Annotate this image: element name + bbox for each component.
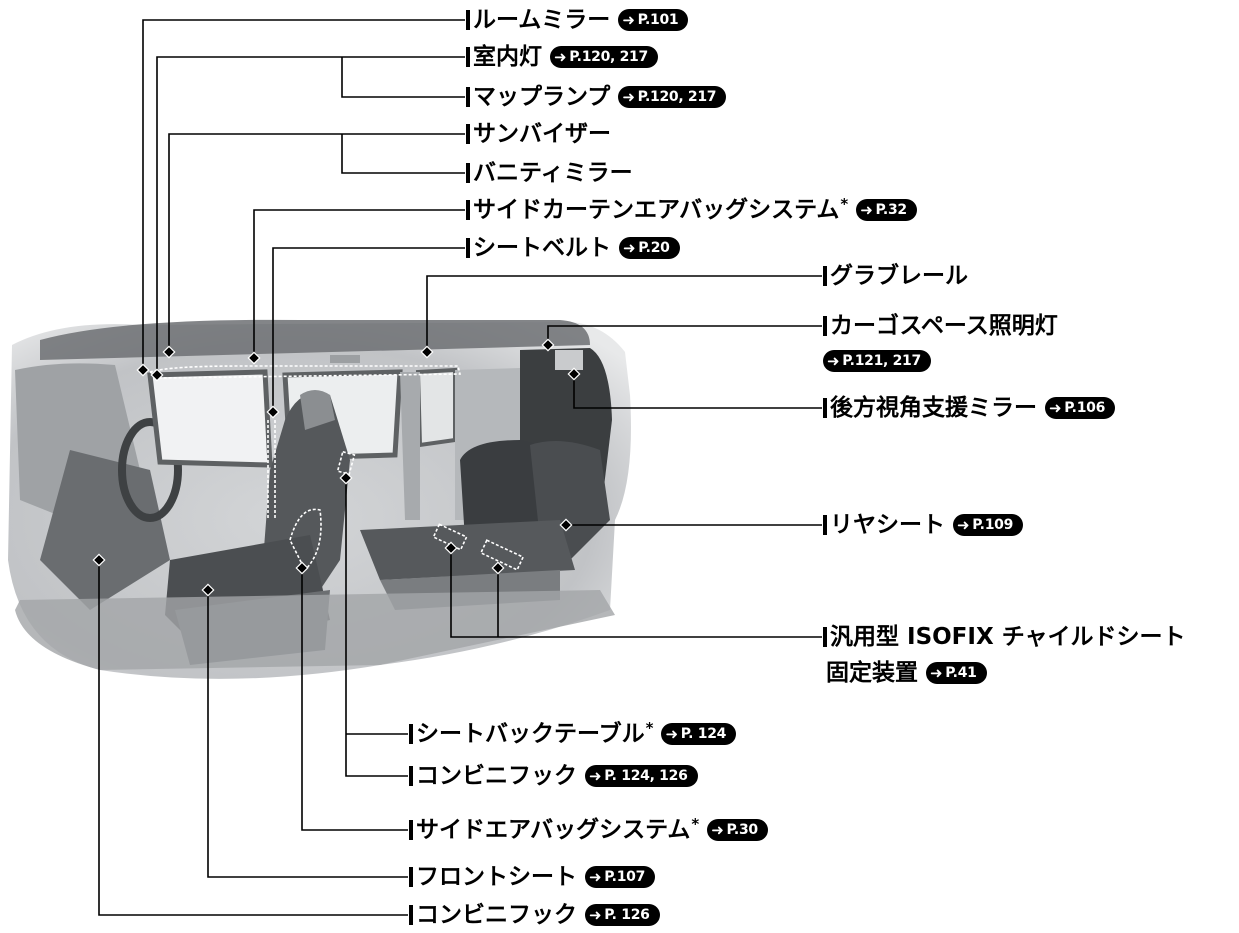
label-seatback-table: シートバックテーブル* ➜P. 124	[409, 719, 737, 747]
page-reference[interactable]: ➜P.32	[856, 199, 917, 221]
label-front-seat: フロントシート ➜P.107	[409, 864, 656, 890]
label-interior-light: 室内灯 ➜P.120, 217	[466, 44, 658, 70]
label-side-curtain-airbag: サイドカーテンエアバッグシステム* ➜P.32	[466, 195, 917, 223]
page-reference[interactable]: ➜P. 126	[585, 904, 660, 926]
car-interior-illustration	[8, 319, 631, 679]
label-combi-hook-1: コンビニフック ➜P. 124, 126	[409, 763, 698, 789]
page-reference[interactable]: ➜P.121, 217	[823, 350, 931, 372]
page-reference[interactable]: ➜P.120, 217	[550, 46, 658, 68]
label-isofix-line1: 汎用型 ISOFIX チャイルドシート	[823, 624, 1185, 650]
page-reference[interactable]: ➜P.120, 217	[618, 86, 727, 108]
page-reference[interactable]: ➜P.106	[1045, 397, 1116, 419]
right-arrow-icon: ➜	[711, 820, 724, 839]
label-map-lamp: マップランプ ➜P.120, 217	[466, 84, 727, 110]
page-reference[interactable]: ➜P.20	[619, 237, 680, 259]
right-arrow-icon: ➜	[930, 663, 943, 682]
label-rear-view-mirror: 後方視角支援ミラー ➜P.106	[823, 395, 1116, 421]
label-combi-hook-2: コンビニフック ➜P. 126	[409, 902, 660, 928]
label-cargo-light: カーゴスペース照明灯	[823, 313, 1058, 339]
label-vanity-mirror: バニティミラー	[466, 160, 633, 186]
page-reference[interactable]: ➜P.41	[926, 662, 987, 684]
right-arrow-icon: ➜	[622, 10, 635, 29]
leader-dots	[92, 338, 581, 597]
right-arrow-icon: ➜	[589, 905, 602, 924]
right-arrow-icon: ➜	[860, 200, 873, 219]
right-arrow-icon: ➜	[827, 351, 840, 370]
right-arrow-icon: ➜	[589, 867, 602, 886]
page-reference[interactable]: ➜P.109	[953, 514, 1024, 536]
cargo-light-ref-block: ➜P.121, 217	[823, 350, 931, 372]
right-arrow-icon: ➜	[957, 515, 970, 534]
page-reference[interactable]: ➜P. 124, 126	[585, 765, 698, 787]
right-arrow-icon: ➜	[623, 238, 636, 257]
right-arrow-icon: ➜	[589, 766, 602, 785]
page-reference[interactable]: ➜P.101	[618, 9, 689, 31]
label-side-airbag: サイドエアバッグシステム* ➜P.30	[409, 815, 768, 843]
label-isofix-line2: 固定装置 ➜P.41	[826, 660, 987, 686]
page-reference[interactable]: ➜P.107	[585, 866, 656, 888]
right-arrow-icon: ➜	[622, 87, 635, 106]
label-sun-visor: サンバイザー	[466, 121, 611, 147]
page-reference[interactable]: ➜P. 124	[661, 723, 737, 745]
right-arrow-icon: ➜	[554, 47, 567, 66]
label-seat-belt: シートベルト ➜P.20	[466, 235, 680, 261]
label-room-mirror: ルームミラー ➜P.101	[466, 7, 689, 33]
label-rear-seat: リヤシート ➜P.109	[823, 512, 1024, 538]
right-arrow-icon: ➜	[1049, 398, 1062, 417]
right-arrow-icon: ➜	[665, 724, 678, 743]
label-grab-rail: グラブレール	[823, 263, 968, 289]
page-reference[interactable]: ➜P.30	[707, 819, 768, 841]
